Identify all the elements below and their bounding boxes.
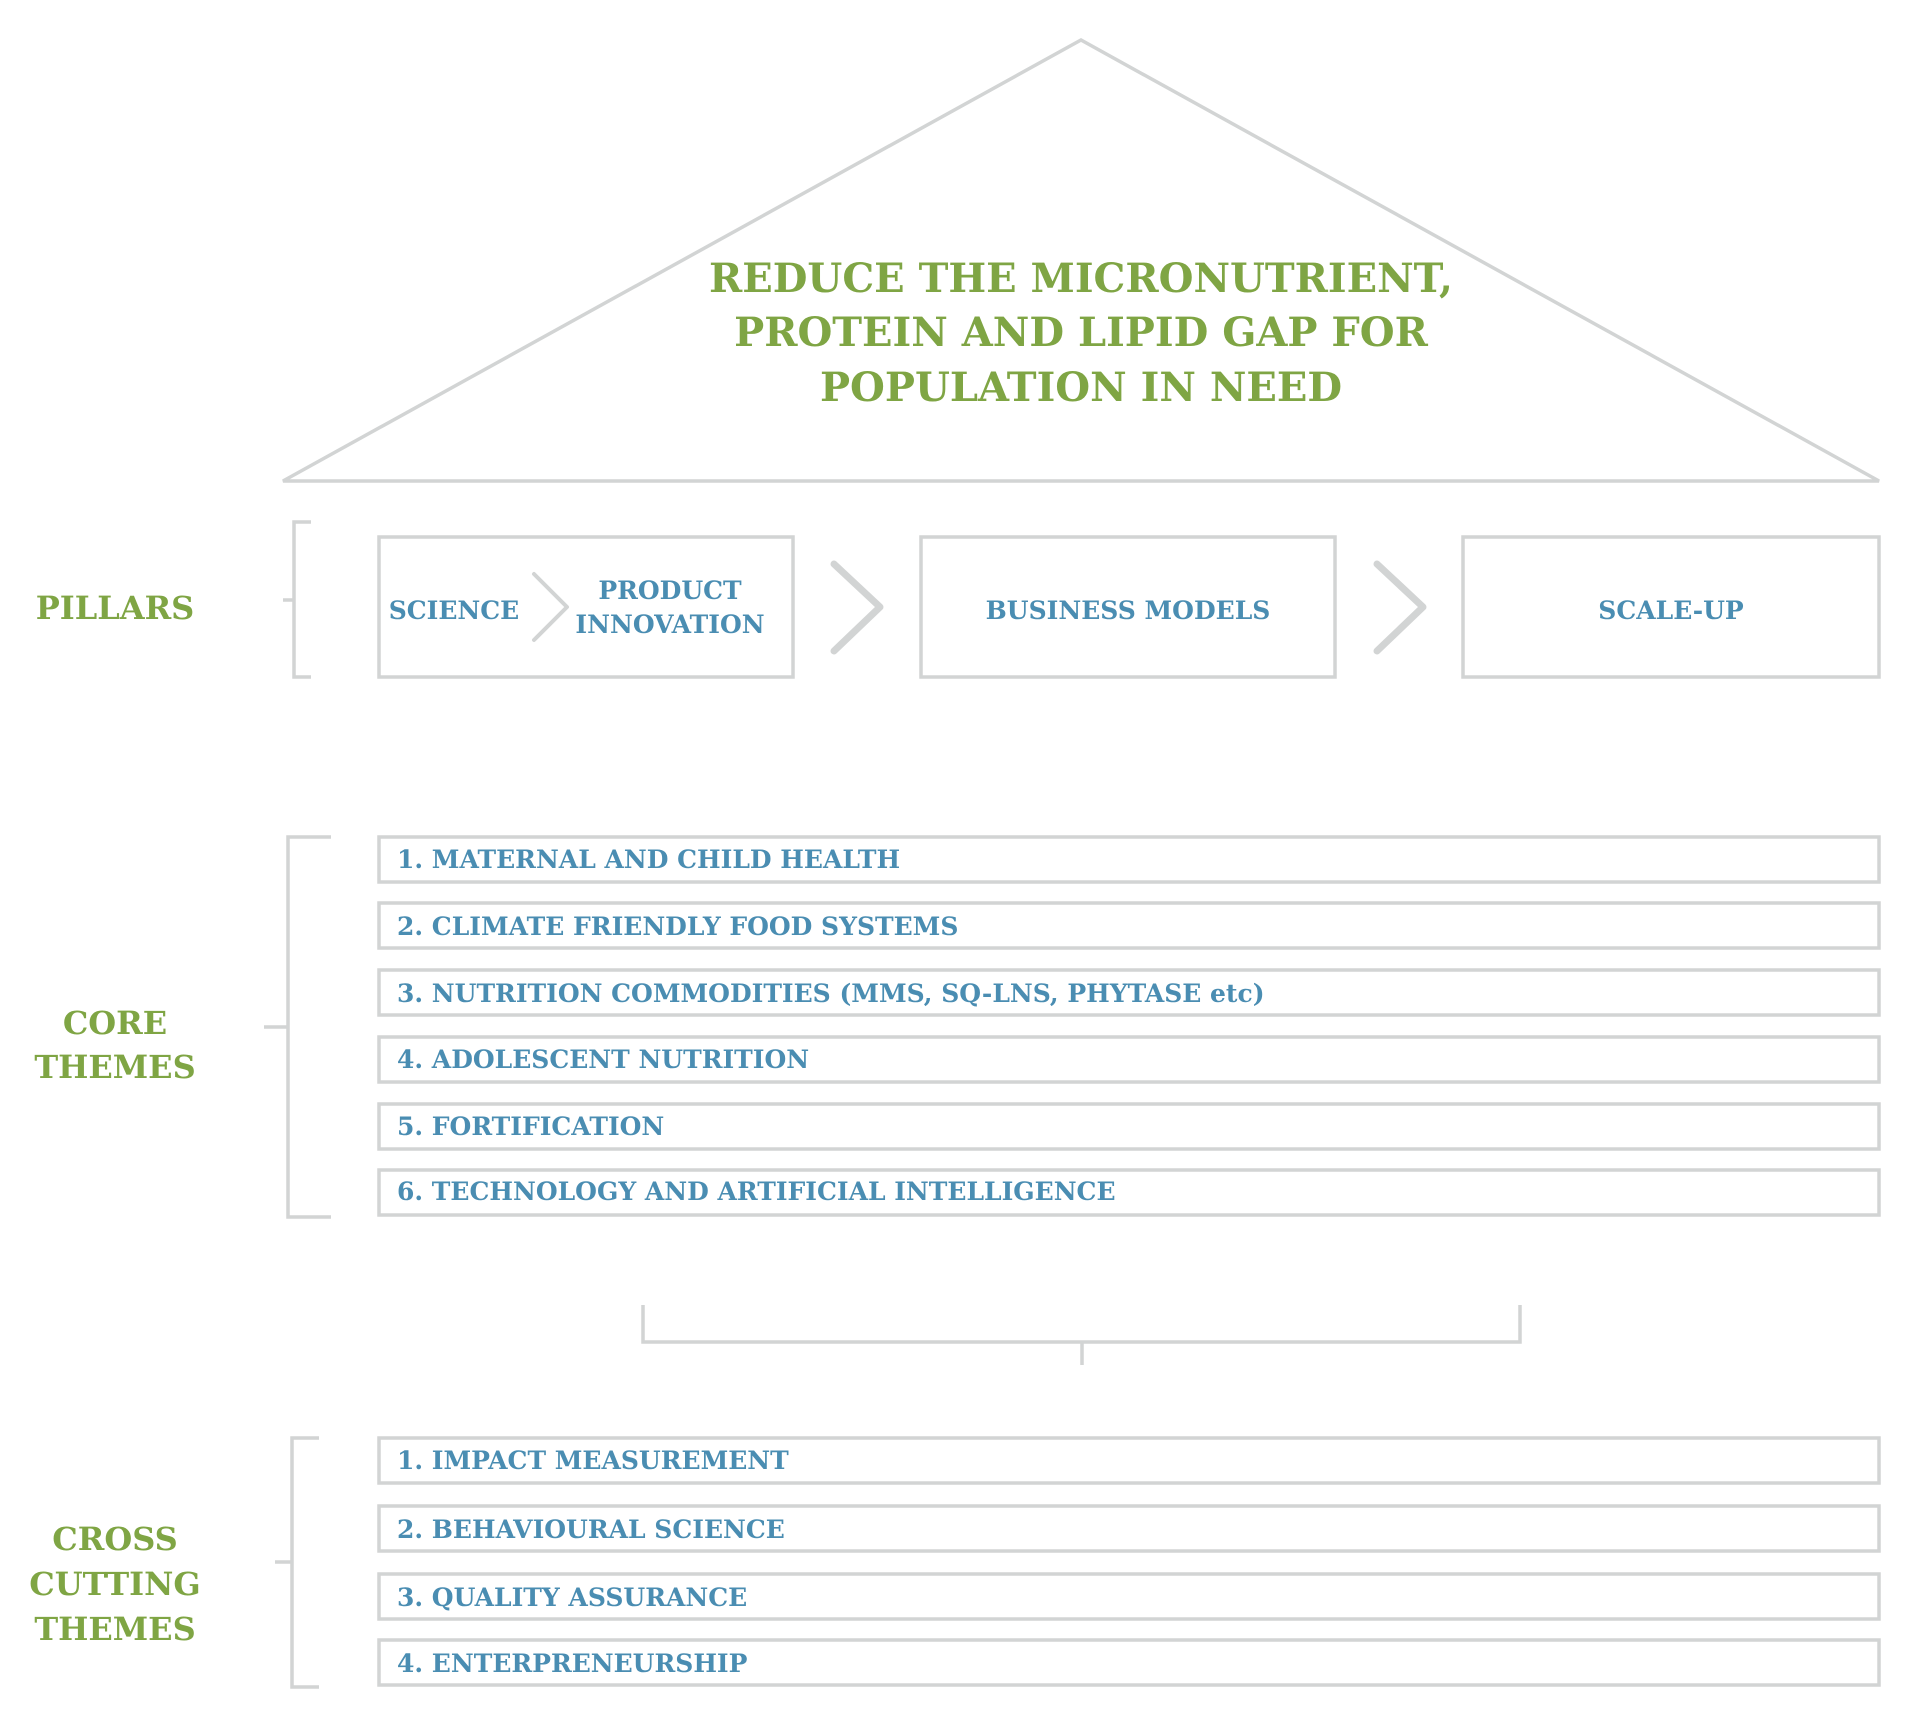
cross-theme-box-4 xyxy=(377,1638,1881,1687)
chevron-right-icon xyxy=(1373,560,1427,655)
cross-cutting-themes-section: CROSS CUTTING THEMES 1. IMPACT MEASUREME… xyxy=(29,1436,1881,1689)
goal-line-3: POPULATION IN NEED xyxy=(820,364,1342,411)
cross-cutting-label-line-3: THEMES xyxy=(34,1610,195,1648)
cross-theme-3: 3. QUALITY ASSURANCE xyxy=(397,1583,747,1612)
scale-up-box xyxy=(1461,535,1881,679)
core-theme-1: 1. MATERNAL AND CHILD HEALTH xyxy=(397,845,900,874)
pillar-scale-up: SCALE-UP xyxy=(1598,596,1744,625)
connector-bracket xyxy=(641,1305,1522,1365)
core-theme-box-4 xyxy=(377,1035,1881,1084)
cross-cutting-label-line-2: CUTTING xyxy=(29,1565,200,1603)
pillars-bracket xyxy=(283,520,311,679)
core-theme-box-3 xyxy=(377,968,1881,1017)
cross-theme-1: 1. IMPACT MEASUREMENT xyxy=(397,1446,789,1475)
cross-theme-box-1 xyxy=(377,1436,1881,1485)
cross-theme-4: 4. ENTERPRENEURSHIP xyxy=(397,1649,748,1678)
roof: REDUCE THE MICRONUTRIENT, PROTEIN AND LI… xyxy=(282,38,1880,483)
core-theme-3: 3. NUTRITION COMMODITIES (MMS, SQ-LNS, P… xyxy=(397,979,1265,1008)
business-models-box xyxy=(919,535,1337,679)
core-theme-box-2 xyxy=(377,901,1881,950)
pillar-product-line-1: PRODUCT xyxy=(598,576,742,605)
roof-triangle xyxy=(282,38,1880,483)
core-theme-box-6 xyxy=(377,1168,1881,1217)
goal-line-1: REDUCE THE MICRONUTRIENT, xyxy=(709,255,1453,302)
pillar-business-models: BUSINESS MODELS xyxy=(986,596,1271,625)
cross-cutting-bracket xyxy=(275,1436,319,1689)
core-themes-section: CORE THEMES 1. MATERNAL AND CHILD HEALTH… xyxy=(34,835,1881,1219)
cross-theme-2: 2. BEHAVIOURAL SCIENCE xyxy=(397,1515,785,1544)
cross-cutting-label-line-1: CROSS xyxy=(52,1520,177,1558)
pillar-science: SCIENCE xyxy=(389,596,520,625)
pillars-label: PILLARS xyxy=(36,589,195,627)
core-theme-6: 6. TECHNOLOGY AND ARTIFICIAL INTELLIGENC… xyxy=(397,1177,1116,1206)
core-themes-label-line-2: THEMES xyxy=(34,1048,195,1086)
cross-theme-box-3 xyxy=(377,1572,1881,1621)
core-themes-bracket xyxy=(264,835,331,1219)
core-theme-5: 5. FORTIFICATION xyxy=(397,1112,664,1141)
core-theme-box-5 xyxy=(377,1102,1881,1151)
core-themes-label-line-1: CORE xyxy=(63,1004,167,1042)
pillars-section: PILLARS SCIENCE PRODUCT INNOVATION BUSIN… xyxy=(36,520,1881,679)
chevron-right-icon xyxy=(830,560,884,655)
core-theme-4: 4. ADOLESCENT NUTRITION xyxy=(397,1045,809,1074)
goal-line-2: PROTEIN AND LIPID GAP FOR xyxy=(734,309,1429,356)
core-theme-2: 2. CLIMATE FRIENDLY FOOD SYSTEMS xyxy=(397,912,958,941)
science-product-box xyxy=(377,535,795,679)
cross-theme-box-2 xyxy=(377,1504,1881,1553)
chevron-small-icon xyxy=(532,572,569,642)
pillar-product-line-2: INNOVATION xyxy=(575,610,764,639)
core-theme-box-1 xyxy=(377,835,1881,884)
